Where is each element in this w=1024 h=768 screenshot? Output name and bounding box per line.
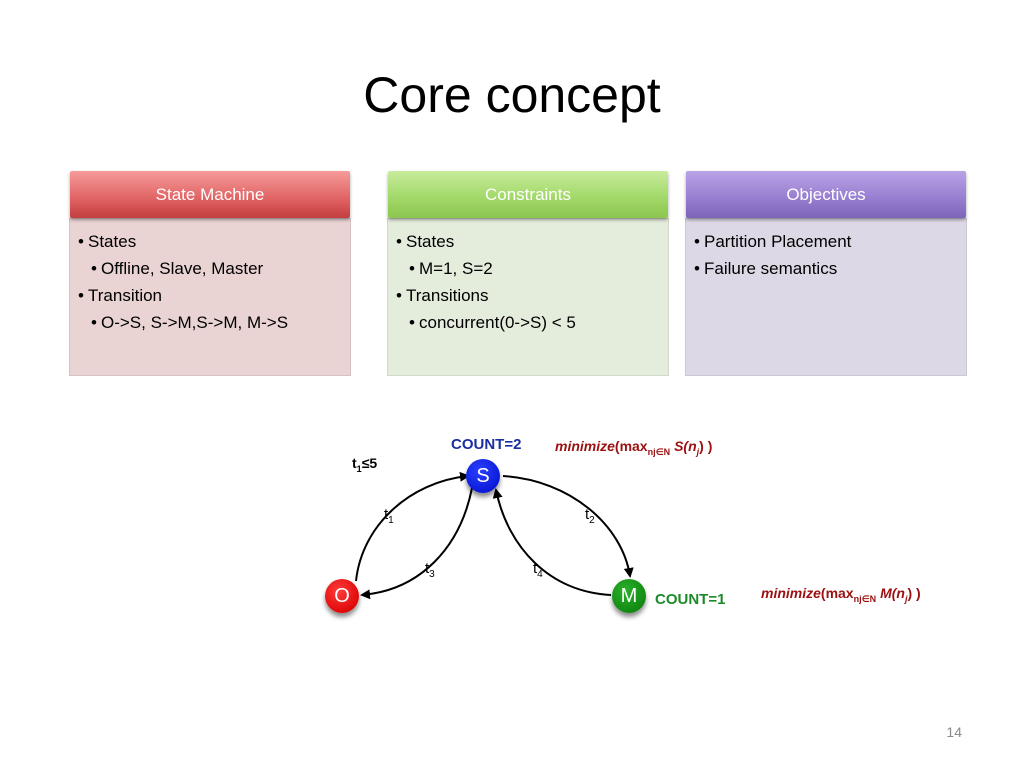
objectives-header: Objectives	[686, 171, 966, 218]
bullet-icon: •	[694, 259, 700, 278]
transition-constraint-label: t1≤5	[352, 455, 378, 474]
list-item: •States	[396, 228, 668, 255]
bullet-icon: •	[396, 232, 402, 251]
slave-state-node: S	[466, 459, 500, 493]
master-objective-formula: minimize(maxnj∈N M(nj) )	[761, 585, 921, 604]
objectives-body: •Partition Placement •Failure semantics	[685, 218, 967, 376]
list-item: •M=1, S=2	[396, 255, 668, 282]
list-item: •O->S, S->M,S->M, M->S	[78, 309, 350, 336]
bullet-icon: •	[396, 286, 402, 305]
list-item: •Offline, Slave, Master	[78, 255, 350, 282]
transition-t3-label: t3	[425, 560, 435, 580]
list-item: •States	[78, 228, 350, 255]
state-machine-body: •States •Offline, Slave, Master •Transit…	[69, 218, 351, 376]
bullet-icon: •	[91, 313, 97, 332]
transition-t1-arrow	[355, 471, 470, 582]
constraints-card: Constraints •States •M=1, S=2 •Transitio…	[387, 171, 669, 376]
master-state-node: M	[612, 579, 646, 613]
bullet-icon: •	[91, 259, 97, 278]
transition-t4-label: t4	[533, 560, 543, 580]
list-item: •concurrent(0->S) < 5	[396, 309, 668, 336]
bullet-icon: •	[78, 232, 84, 251]
bullet-icon: •	[409, 259, 415, 278]
slave-objective-formula: minimize(maxnj∈N S(nj) )	[555, 438, 713, 457]
transition-t2-arrow	[502, 475, 634, 578]
transition-t2-label: t2	[585, 506, 595, 526]
objectives-card: Objectives •Partition Placement •Failure…	[685, 171, 967, 376]
transition-t3-arrow	[360, 487, 473, 600]
constraints-header: Constraints	[388, 171, 668, 218]
page-number: 14	[946, 724, 962, 740]
state-machine-header: State Machine	[70, 171, 350, 218]
offline-state-node: O	[325, 579, 359, 613]
state-machine-card: State Machine •States •Offline, Slave, M…	[69, 171, 351, 376]
transition-t1-label: t1	[384, 506, 394, 526]
slave-count-label: COUNT=2	[451, 436, 522, 453]
bullet-icon: •	[694, 232, 700, 251]
list-item: •Transition	[78, 282, 350, 309]
list-item: •Failure semantics	[694, 255, 966, 282]
bullet-icon: •	[409, 313, 415, 332]
list-item: •Partition Placement	[694, 228, 966, 255]
constraints-body: •States •M=1, S=2 •Transitions •concurre…	[387, 218, 669, 376]
slide-title: Core concept	[363, 67, 661, 123]
list-item: •Transitions	[396, 282, 668, 309]
bullet-icon: •	[78, 286, 84, 305]
master-count-label: COUNT=1	[655, 591, 726, 608]
